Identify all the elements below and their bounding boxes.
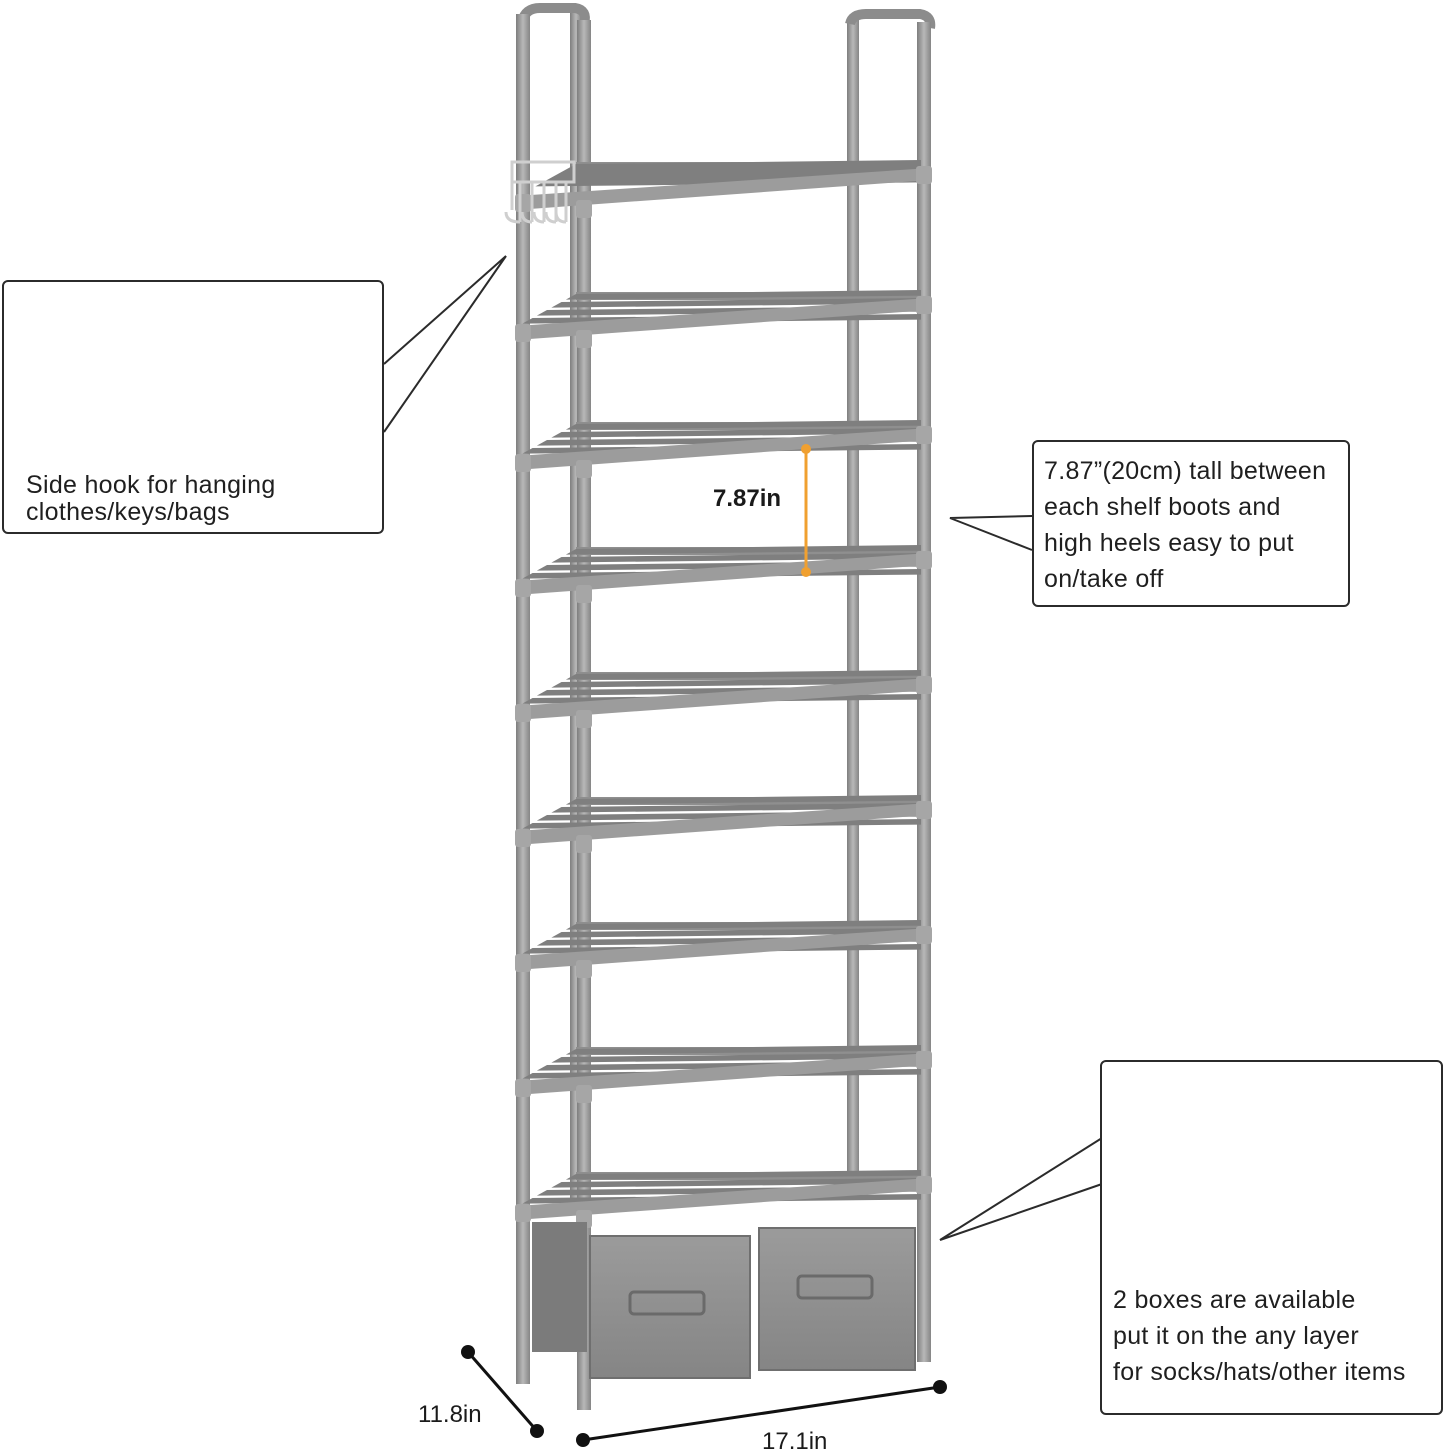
drawer-right-handle: [796, 1274, 874, 1300]
height-callout: [1032, 440, 1350, 607]
callout-pointers: [383, 255, 1103, 1241]
shelf-5: [515, 670, 932, 728]
shelf-gap-marker: [801, 444, 811, 577]
box-callout-line1: 2 boxes are available: [1113, 1286, 1356, 1314]
rack-side-hook: [504, 160, 576, 224]
storage-drawers: [532, 1222, 916, 1379]
shelf-3: [515, 420, 932, 478]
box-callout: [1100, 1060, 1443, 1415]
shelf-6: [515, 795, 932, 853]
width-label: 17.1in: [762, 1428, 828, 1455]
shelf-gap-label: 7.87in: [713, 485, 782, 512]
hook-callout-text: Side hook for hanging clothes/keys/bags: [26, 472, 276, 526]
box-callout-line3: for socks/hats/other items: [1113, 1358, 1406, 1386]
shelf-7: [515, 920, 932, 978]
box-callout-text: 2 boxes are available put it on the any …: [1113, 1282, 1406, 1390]
height-callout-line1: 7.87”(20cm) tall between: [1044, 457, 1327, 485]
shelf-2: [515, 290, 932, 348]
drawer-left-handle: [628, 1290, 706, 1316]
shelf-8: [515, 1045, 932, 1103]
height-callout-line3: high heels easy to put: [1044, 529, 1294, 557]
hook-callout: [2, 280, 384, 534]
depth-label: 11.8in: [418, 1401, 482, 1428]
box-callout-line2: put it on the any layer: [1113, 1322, 1359, 1350]
dimension-lines: [461, 1345, 947, 1447]
shelf-9: [515, 1170, 932, 1228]
drawer-left: [589, 1235, 751, 1379]
hook-callout-line1: Side hook for hanging: [26, 471, 276, 499]
shelf-4: [515, 545, 932, 603]
height-callout-line4: on/take off: [1044, 565, 1164, 593]
height-callout-line2: each shelf boots and: [1044, 493, 1281, 521]
hook-callout-line2: clothes/keys/bags: [26, 498, 230, 526]
height-callout-text: 7.87”(20cm) tall between each shelf boot…: [1044, 453, 1326, 597]
shelves: [515, 160, 932, 1228]
